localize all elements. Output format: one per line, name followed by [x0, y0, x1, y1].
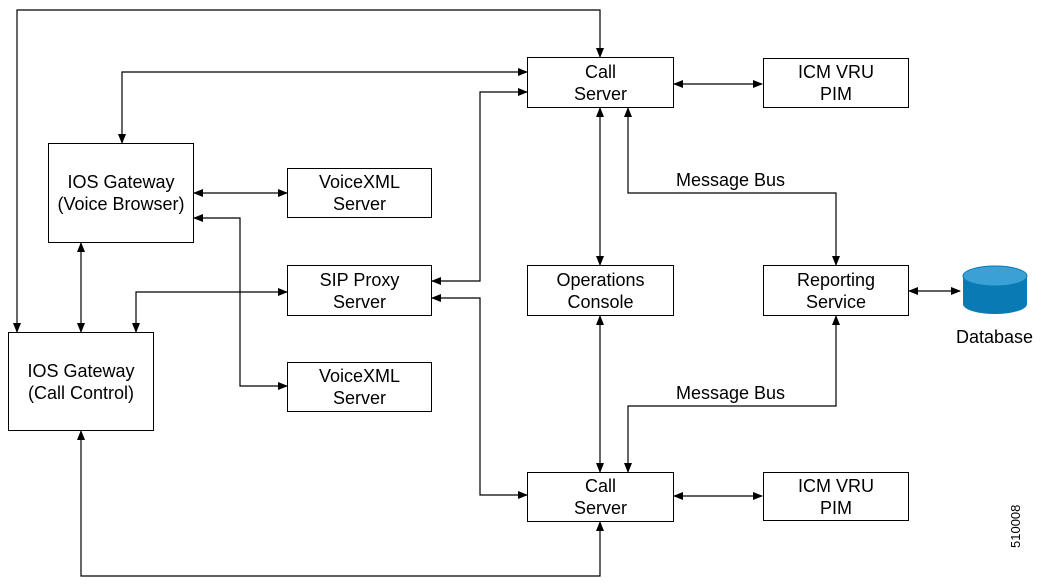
message-bus-top-label: Message Bus: [676, 170, 786, 190]
ios-gateway-call-control-line2: (Call Control): [27, 382, 135, 403]
voicexml-server-top: VoiceXML Server: [287, 168, 432, 218]
call-server-bottom-line2: Server: [573, 498, 627, 518]
icm-vru-pim-bottom-line1: ICM VRU: [798, 475, 874, 496]
message-bus-bottom-line: [624, 315, 840, 473]
reporting-service-line1: Reporting: [796, 269, 876, 290]
call-server-bottom-line1: Call: [584, 476, 616, 496]
message-bus-top-line: [624, 107, 840, 266]
voicexml-server-bottom: VoiceXML Server: [287, 362, 432, 412]
voicexml-server-bottom-line2: Server: [332, 388, 386, 408]
icm-vru-pim-bottom-line2: PIM: [819, 497, 852, 518]
link-callcontrol-callserver-top: [13, 9, 604, 333]
voicexml-server-bottom-line1: VoiceXML: [318, 366, 401, 386]
call-server-bottom: Call Server: [527, 472, 674, 522]
ios-gateway-call-control-line1: IOS Gateway: [27, 360, 135, 381]
sip-proxy-server-line1: SIP Proxy: [319, 269, 400, 290]
ios-gateway-call-control: IOS Gateway (Call Control): [8, 332, 154, 431]
link-callcontrol-sip: [132, 288, 288, 333]
operations-console-line1: Operations: [556, 269, 645, 290]
message-bus-bottom-label: Message Bus: [676, 383, 786, 403]
call-server-top-line1: Call: [584, 61, 616, 82]
link-voicebrowser-voicexml-bottom: [193, 214, 288, 390]
call-server-top-line2: Server: [573, 83, 627, 104]
reporting-service-line2: Service: [805, 291, 867, 312]
ios-gateway-voice-browser-line2: (Voice Browser): [57, 194, 185, 214]
icm-vru-pim-bottom: ICM VRU PIM: [763, 472, 909, 521]
icm-vru-pim-top-line1: ICM VRU: [798, 62, 874, 82]
figure-id: 510008: [1008, 504, 1023, 548]
voicexml-server-top-line2: Server: [332, 194, 386, 214]
sip-proxy-server: SIP Proxy Server: [287, 265, 432, 316]
ios-gateway-voice-browser: IOS Gateway (Voice Browser): [48, 143, 194, 243]
ios-gateway-voice-browser-line1: IOS Gateway: [67, 172, 175, 192]
call-server-top: Call Server: [527, 57, 674, 108]
database-label: Database: [956, 327, 1034, 347]
operations-console-line2: Console: [567, 291, 634, 312]
voicexml-server-top-line1: VoiceXML: [318, 172, 401, 192]
sip-proxy-server-line2: Server: [332, 291, 386, 312]
icm-vru-pim-top: ICM VRU PIM: [763, 58, 909, 108]
link-voicebrowser-callserver-top: [118, 68, 528, 144]
icm-vru-pim-top-line2: PIM: [819, 84, 852, 104]
operations-console: Operations Console: [527, 265, 674, 316]
reporting-service: Reporting Service: [763, 265, 909, 316]
database-icon: [962, 265, 1028, 314]
link-sip-callserver-bottom: [431, 294, 528, 499]
link-callcontrol-callserver-bottom: [77, 430, 604, 577]
link-sip-callserver-top: [431, 88, 528, 285]
